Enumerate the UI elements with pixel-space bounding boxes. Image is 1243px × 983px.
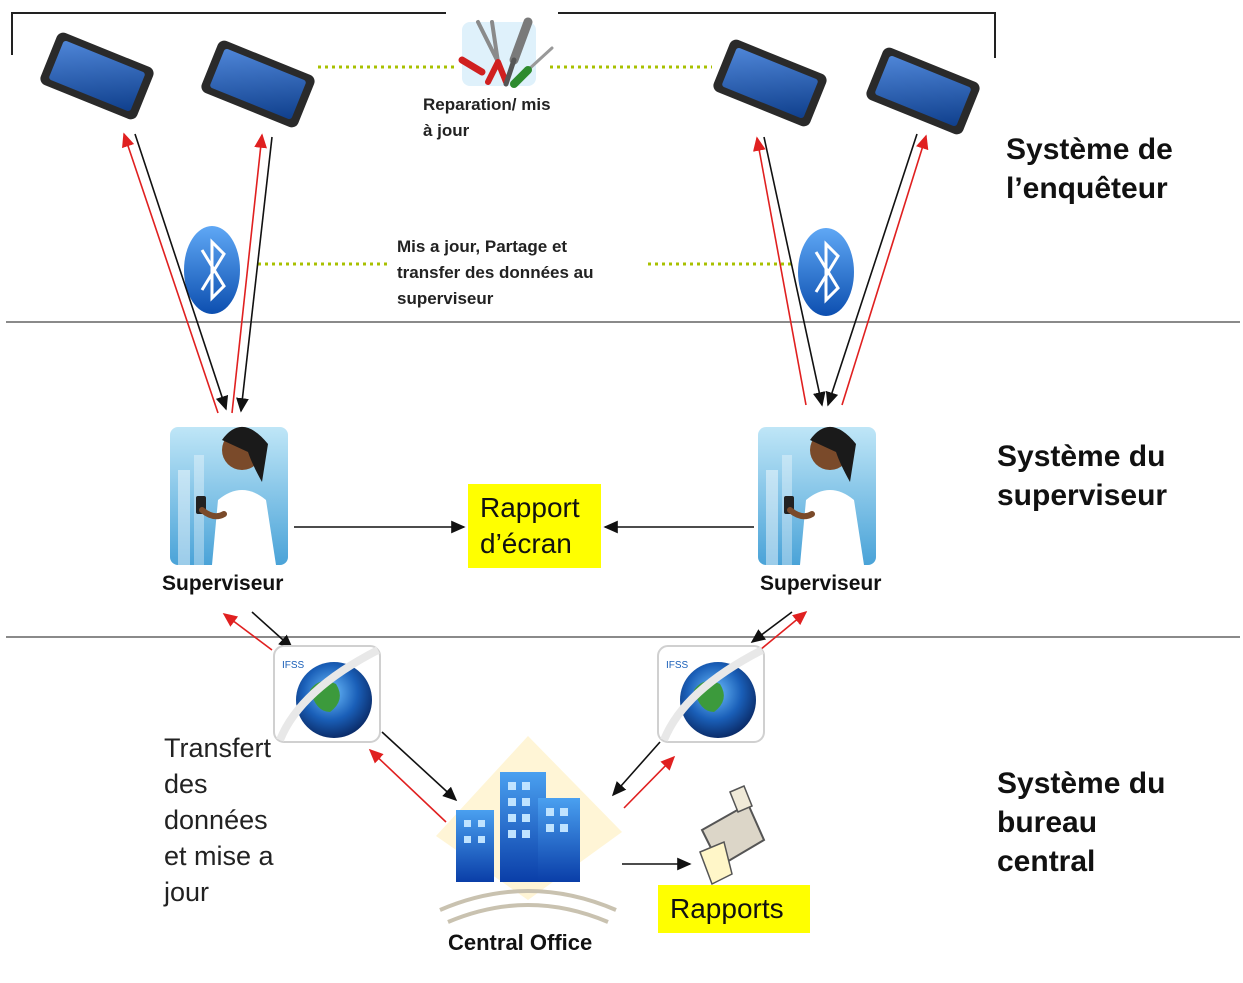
arrow-up-red (122, 132, 219, 414)
repair-label: Reparation/ mis à jour (423, 95, 551, 140)
supervisor-icon (170, 426, 288, 565)
arrow-down-black (611, 741, 661, 797)
arrow-down-black (750, 611, 793, 643)
ifss-globe-icon: IFSS (273, 645, 381, 743)
arrow-up-red (222, 613, 273, 651)
arrow-up-red (759, 610, 808, 651)
ifss-globe-icon: IFSS (657, 645, 765, 743)
building-icon (436, 736, 622, 924)
arrow-down-black (251, 611, 294, 650)
transfer-label: Transfert des données et mise a jour (164, 733, 274, 907)
arrow-down-black (236, 136, 273, 413)
zone-label-superviseur: Système du superviseur (997, 440, 1168, 512)
supervisor-icon (758, 426, 876, 565)
screen-report-box: Rapport d’écran (468, 484, 601, 568)
ifss-text: IFSS (666, 660, 689, 671)
arrow-up-red (368, 748, 447, 823)
share-label: Mis a jour, Partage et transfer des donn… (397, 237, 594, 308)
central-office-label: Central Office (448, 930, 593, 955)
supervisor-right-label: Superviseur (760, 572, 882, 595)
arrow-up-red (231, 133, 267, 414)
printer-icon (699, 785, 766, 886)
arrow-up-red (623, 755, 676, 809)
arrow-up-red (841, 134, 929, 406)
tools-icon (458, 17, 554, 88)
tablet-icon (713, 39, 827, 127)
zone-label-enqueteur: Système de l’enquêteur (1006, 133, 1173, 205)
zone-label-bureau: Système du bureau central (997, 767, 1166, 878)
tablet-icon (201, 40, 315, 128)
top-bracket (11, 12, 996, 58)
tablet-icon (866, 47, 980, 135)
reports-box: Rapports (658, 885, 810, 933)
bluetooth-icon (798, 228, 854, 316)
arrow-up-red (753, 136, 807, 406)
bluetooth-icon (184, 226, 240, 314)
arrow-down-black (763, 136, 826, 407)
ifss-text: IFSS (282, 660, 305, 671)
supervisor-left-label: Superviseur (162, 572, 284, 595)
tablet-icon (40, 32, 154, 120)
arrow-down-black (381, 731, 458, 802)
arrow-down-black (134, 133, 229, 411)
arrow-down-black (825, 133, 918, 407)
